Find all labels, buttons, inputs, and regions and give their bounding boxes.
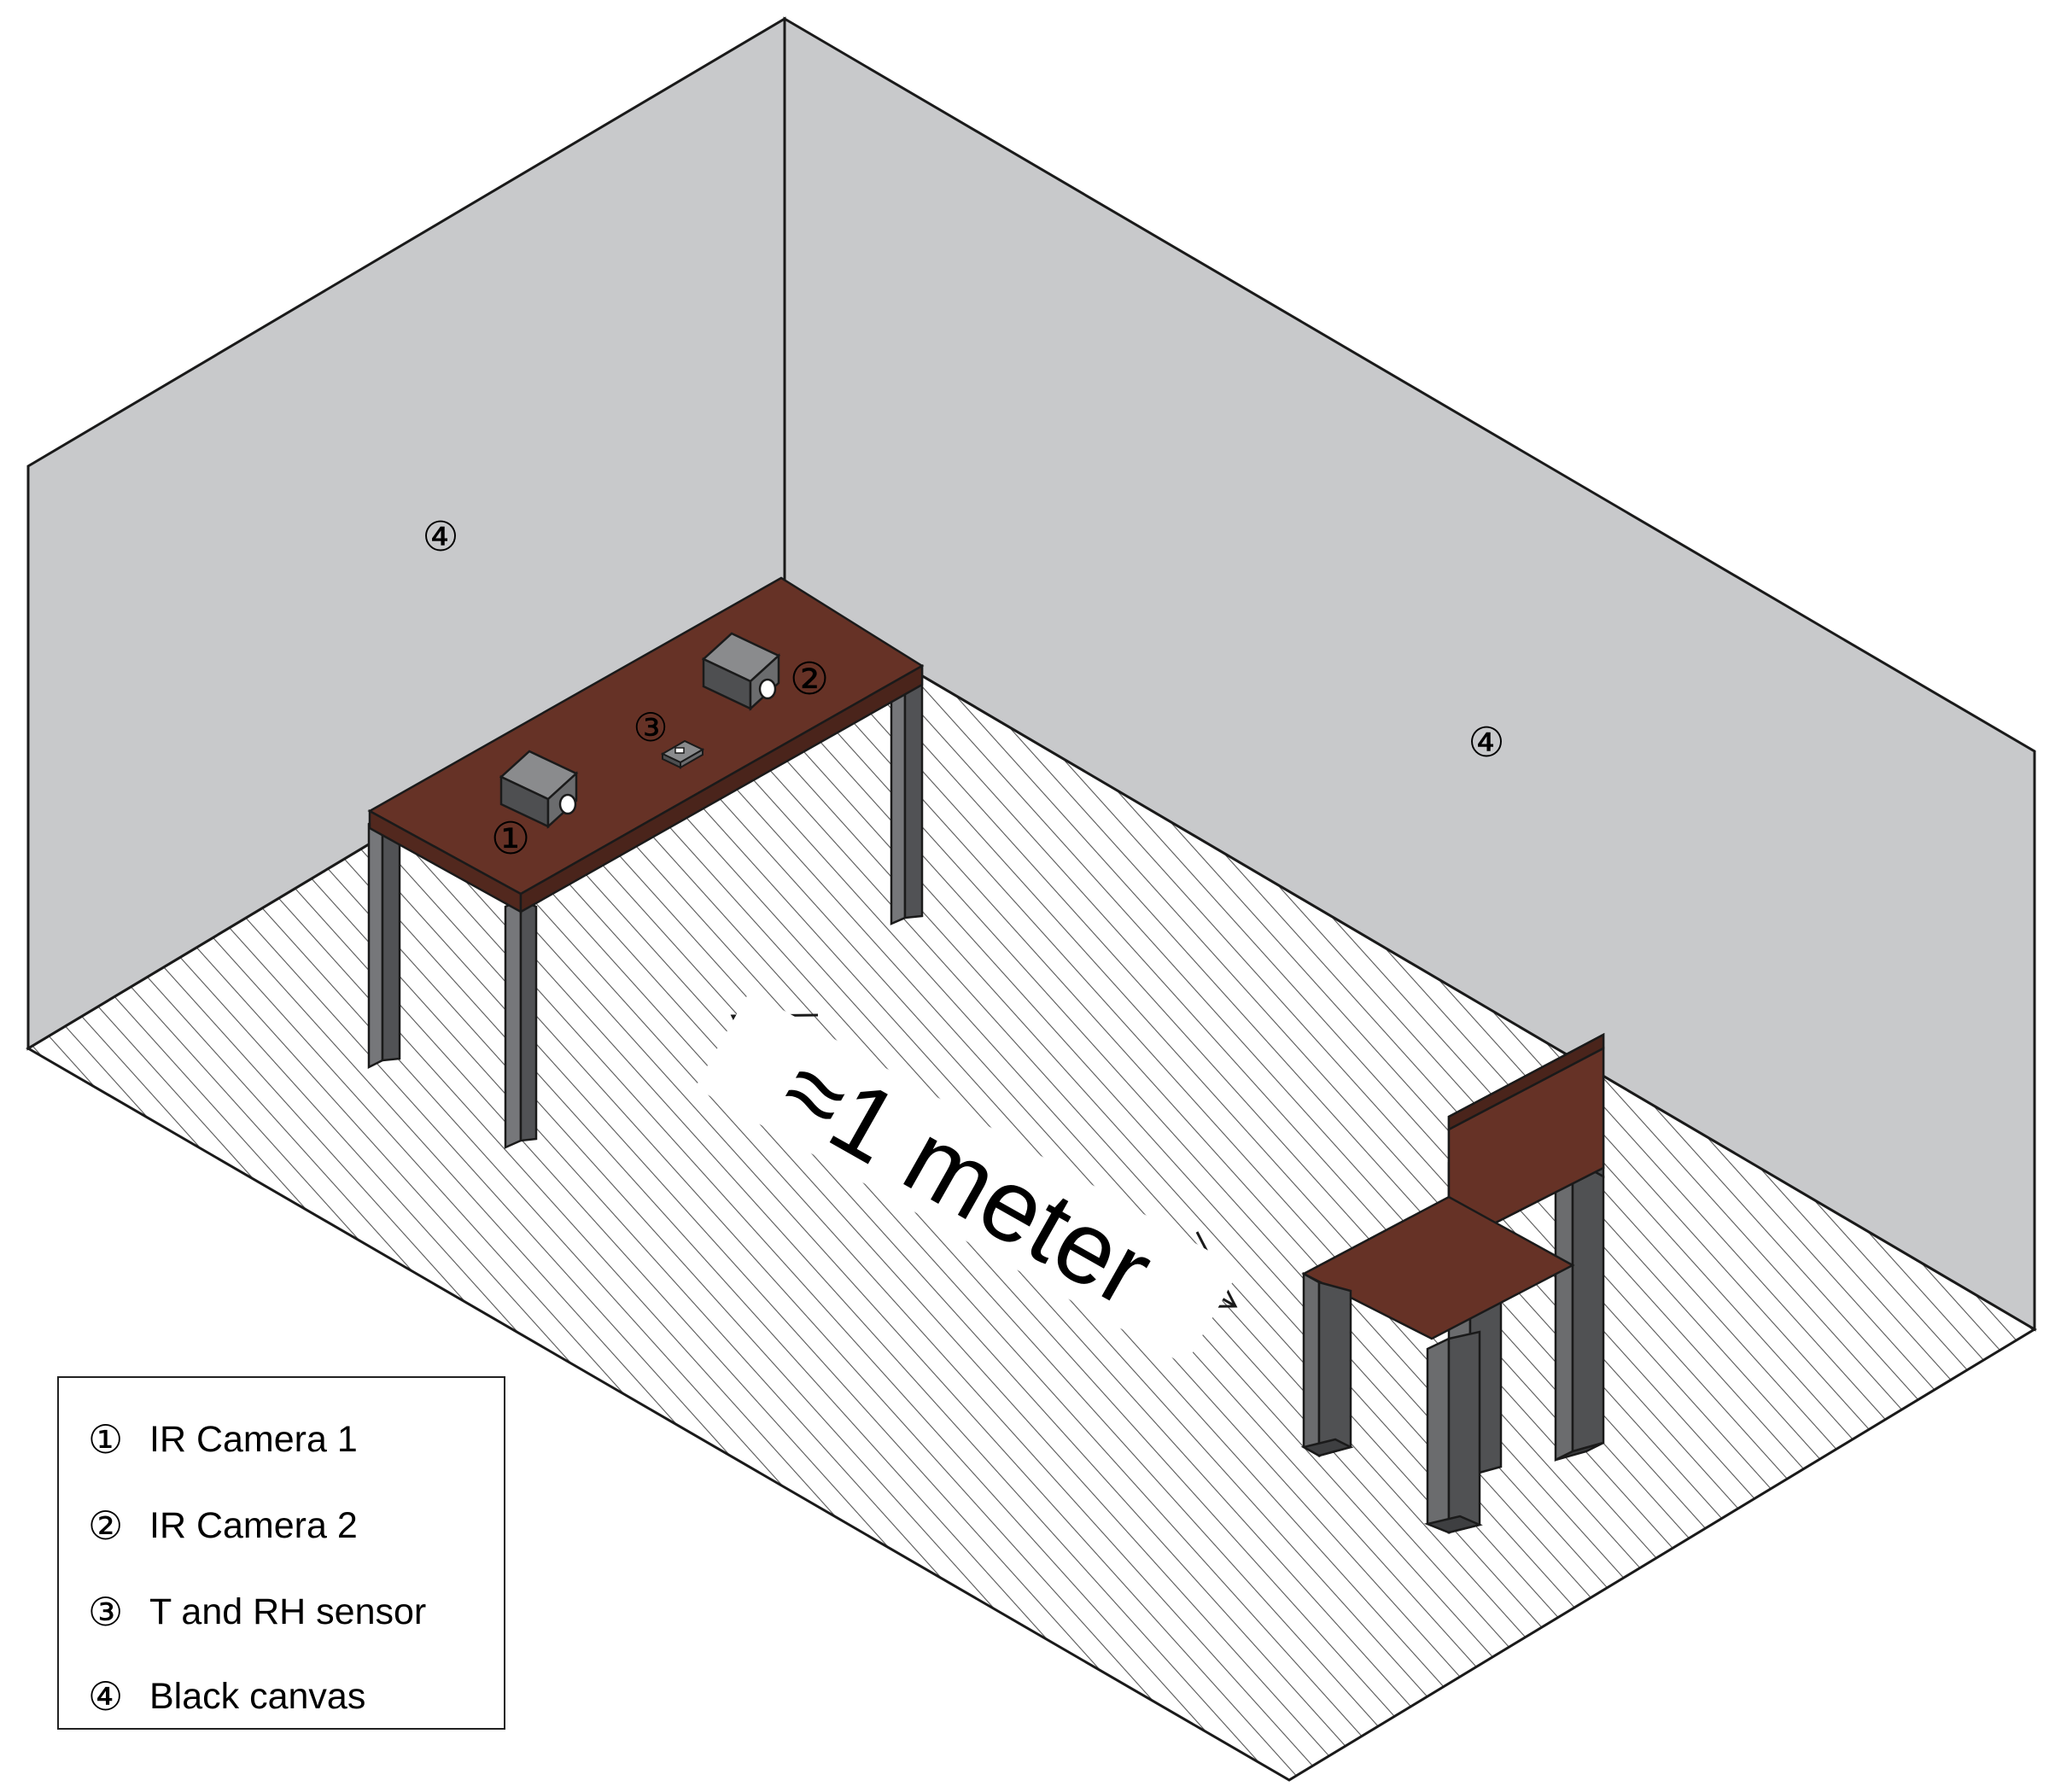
legend-text: IR Camera 2 (149, 1504, 358, 1546)
legend: ① IR Camera 1 ② IR Camera 2 ③ T and RH s… (57, 1376, 505, 1730)
legend-item-canvas: ④ Black canvas (88, 1671, 365, 1722)
table-top-right-edge (519, 663, 924, 914)
legend-marker: ① (88, 1416, 124, 1462)
right-wall (783, 16, 2036, 1332)
legend-item-camera-2: ② IR Camera 2 (88, 1500, 358, 1551)
ir-camera-1-icon (499, 750, 579, 829)
legend-text: IR Camera 1 (149, 1418, 358, 1460)
legend-marker: ④ (88, 1673, 124, 1719)
chair (1300, 1032, 1605, 1534)
t-rh-sensor-icon (660, 739, 705, 769)
ir-camera-2-icon (701, 632, 781, 711)
sensor-marker: ③ (633, 704, 668, 750)
left-wall-canvas-marker: ④ (422, 513, 458, 561)
legend-text: Black canvas (149, 1675, 366, 1717)
legend-item-camera-1: ① IR Camera 1 (88, 1414, 358, 1465)
legend-item-sensor: ③ T and RH sensor (88, 1586, 426, 1637)
camera-2-marker: ② (790, 654, 830, 705)
table (367, 576, 925, 914)
table-legs (367, 657, 924, 1149)
legend-text: T and RH sensor (149, 1591, 427, 1632)
legend-marker: ③ (88, 1589, 124, 1635)
legend-marker: ② (88, 1503, 124, 1549)
right-wall-canvas-marker: ④ (1468, 719, 1504, 767)
camera-1-marker: ① (491, 814, 531, 865)
